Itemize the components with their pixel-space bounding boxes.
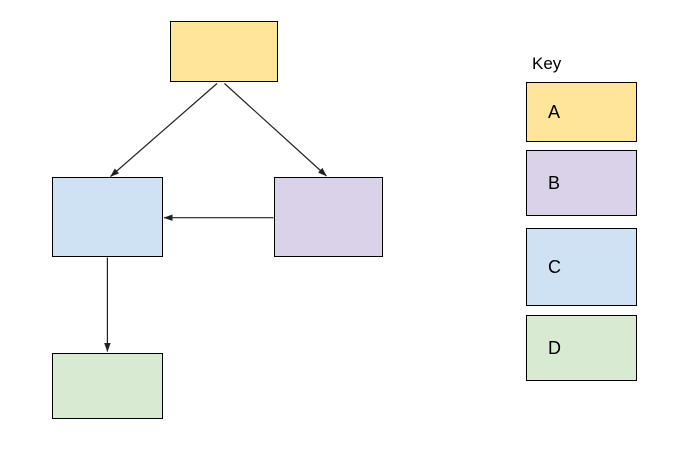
key-item-c-label: C <box>548 256 561 277</box>
node-a-yellow <box>170 21 278 82</box>
key-item-a: A <box>526 82 637 142</box>
key-item-b: B <box>526 150 637 216</box>
edge-a-to-b-arrow <box>224 83 327 177</box>
edge-a-to-c-arrow <box>110 83 218 177</box>
key-item-b-label: B <box>548 172 561 193</box>
node-c-blue <box>52 177 163 257</box>
node-b-purple <box>274 177 383 257</box>
key-title: Key <box>532 54 562 73</box>
key-item-a-label: A <box>548 101 561 122</box>
key-item-c: C <box>526 228 637 306</box>
key-item-d-label: D <box>548 337 561 358</box>
node-d-green <box>52 353 163 419</box>
key-item-d: D <box>526 315 637 381</box>
